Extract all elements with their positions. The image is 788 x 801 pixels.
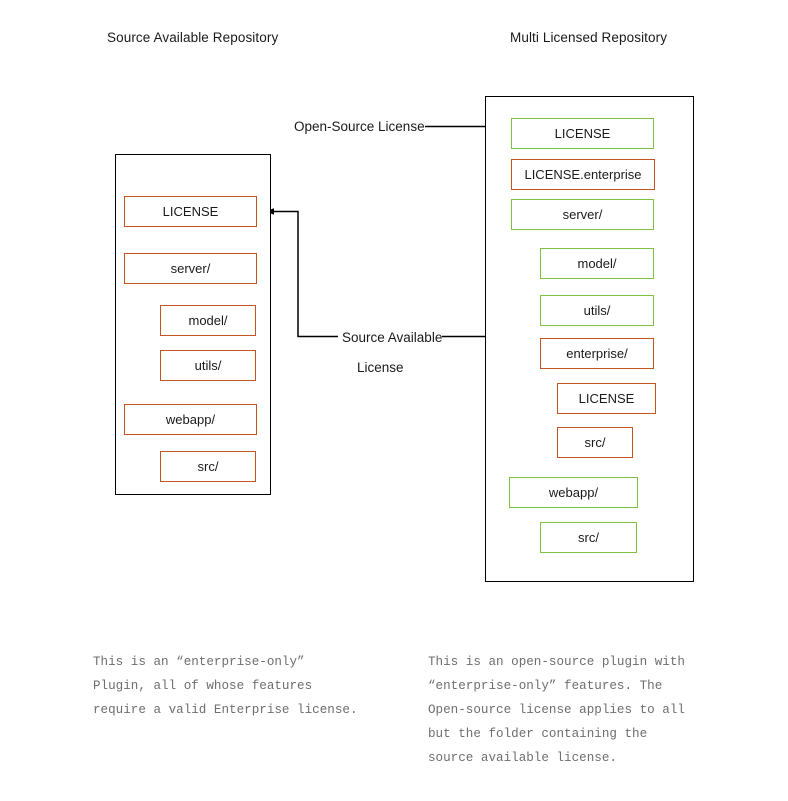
left-folder-utils[interactable]: utils/ — [160, 350, 256, 381]
right-file-license-inner[interactable]: LICENSE — [557, 383, 656, 414]
right-folder-model[interactable]: model/ — [540, 248, 654, 279]
left-folder-server[interactable]: server/ — [124, 253, 257, 284]
connector-source-available-left — [265, 208, 338, 338]
left-folder-model[interactable]: model/ — [160, 305, 256, 336]
left-file-license[interactable]: LICENSE — [124, 196, 257, 227]
left-folder-src[interactable]: src/ — [160, 451, 256, 482]
label-source-available-license-line2: License — [357, 360, 404, 375]
left-folder-webapp[interactable]: webapp/ — [124, 404, 257, 435]
right-folder-enterprise[interactable]: enterprise/ — [540, 338, 654, 369]
right-file-license-enterprise[interactable]: LICENSE.enterprise — [511, 159, 655, 190]
right-folder-server[interactable]: server/ — [511, 199, 654, 230]
right-repository-title: Multi Licensed Repository — [510, 30, 668, 45]
right-file-license[interactable]: LICENSE — [511, 118, 654, 149]
right-repository-note: This is an open-source plugin with “ente… — [428, 655, 685, 765]
right-folder-src-webapp[interactable]: src/ — [540, 522, 637, 553]
right-folder-src-enterprise[interactable]: src/ — [557, 427, 633, 458]
right-folder-webapp[interactable]: webapp/ — [509, 477, 638, 508]
label-source-available-license-line1: Source Available — [342, 330, 443, 345]
left-repository-note: This is an “enterprise-only” Plugin, all… — [93, 655, 358, 717]
left-repository-title: Source Available Repository — [107, 30, 279, 45]
label-open-source-license: Open-Source License — [294, 119, 425, 134]
right-folder-utils[interactable]: utils/ — [540, 295, 654, 326]
